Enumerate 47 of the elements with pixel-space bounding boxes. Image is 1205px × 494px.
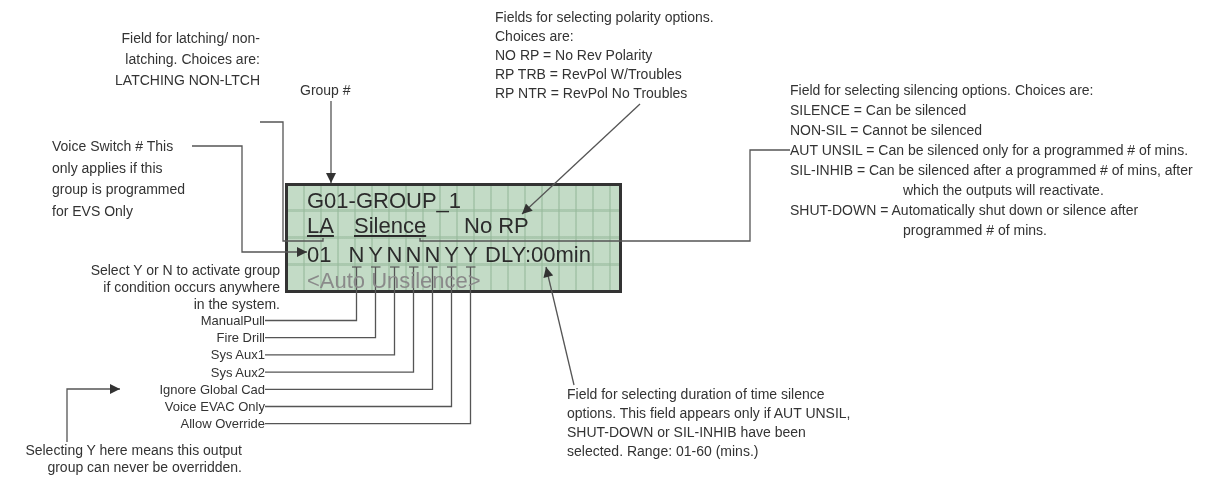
note-text: Select Y or N to activate group if condition occurs anywhere in the system. (90, 262, 280, 313)
option-text: NON-SIL = Cannot be silenced (790, 121, 984, 140)
display-text: 01 (307, 243, 337, 267)
option-text: SIL-INHIB = Can be silenced after a programmed # of mins, after which the outputs will reactivate. (790, 161, 1194, 200)
display-text: N (347, 243, 366, 267)
annotation-text: Ignore Global Cad (120, 380, 265, 398)
arrow (191, 145, 308, 257)
annotation-text: Field for selecting duration of time silence options. This field appears only if AUT UNSIL, SHUT-DOWN or SIL-INHIB have been selected. Range: 01-60 (mins.) (567, 385, 852, 481)
display-text: LA (307, 214, 341, 238)
option-text: SHUT-DOWN = Automatically shut down or silence after programmed # of mins. (790, 201, 1140, 240)
option-text: AUT UNSIL = Can be silenced only for a programmed # of mins. (790, 141, 1189, 160)
arrow (66, 384, 121, 443)
option-text: RP TRB = RevPol W/Troubles (495, 65, 683, 84)
arrow (521, 103, 641, 215)
arrow (543, 266, 575, 386)
leader-line (264, 266, 458, 408)
arrow (326, 100, 336, 184)
display-text: DLY:00min (485, 243, 617, 267)
annotation-text: Voice EVAC Only (120, 398, 265, 415)
annotation-text: Sys Aux1 (120, 346, 265, 364)
annotation-heading: Fields for selecting polarity options. Choices are: (495, 8, 715, 46)
annotation-text: Sys Aux2 (120, 363, 265, 381)
annotation-text: ManualPull (120, 312, 265, 329)
annotation-text: Selecting Y here means this output group can never be overridden. (6, 442, 242, 493)
lcd-display (285, 183, 622, 293)
display-text: Silence (354, 214, 446, 238)
leader-line (264, 266, 363, 322)
annotation-text: Field for latching/ non-latching. Choices are: LATCHING NON-LTCH (90, 28, 260, 133)
display-text: N (385, 243, 404, 267)
display-text: Y (366, 243, 385, 267)
option-text: NO RP = No Rev Polarity (495, 46, 654, 65)
option-text: RP NTR = RevPol No Troubles (495, 84, 689, 103)
display-text: No RP (464, 214, 544, 238)
leader-line (264, 266, 477, 425)
annotation-heading: Field for selecting silencing options. Choices are: (790, 81, 1095, 100)
leader-line (419, 149, 791, 242)
annotation-text: Allow Override (120, 415, 265, 433)
leader-line (259, 121, 324, 242)
annotation-text: Fire Drill (120, 329, 265, 347)
display-text: N (404, 243, 423, 267)
annotation-text: Voice Switch # This only applies if this group is programmed for EVS Only (52, 136, 192, 244)
option-text: SILENCE = Can be silenced (790, 101, 968, 120)
leader-line (264, 266, 382, 339)
display-text: N (423, 243, 442, 267)
annotation-text: Group # (300, 80, 362, 101)
display-text: Y (442, 243, 461, 267)
display-text: Y (461, 243, 480, 267)
